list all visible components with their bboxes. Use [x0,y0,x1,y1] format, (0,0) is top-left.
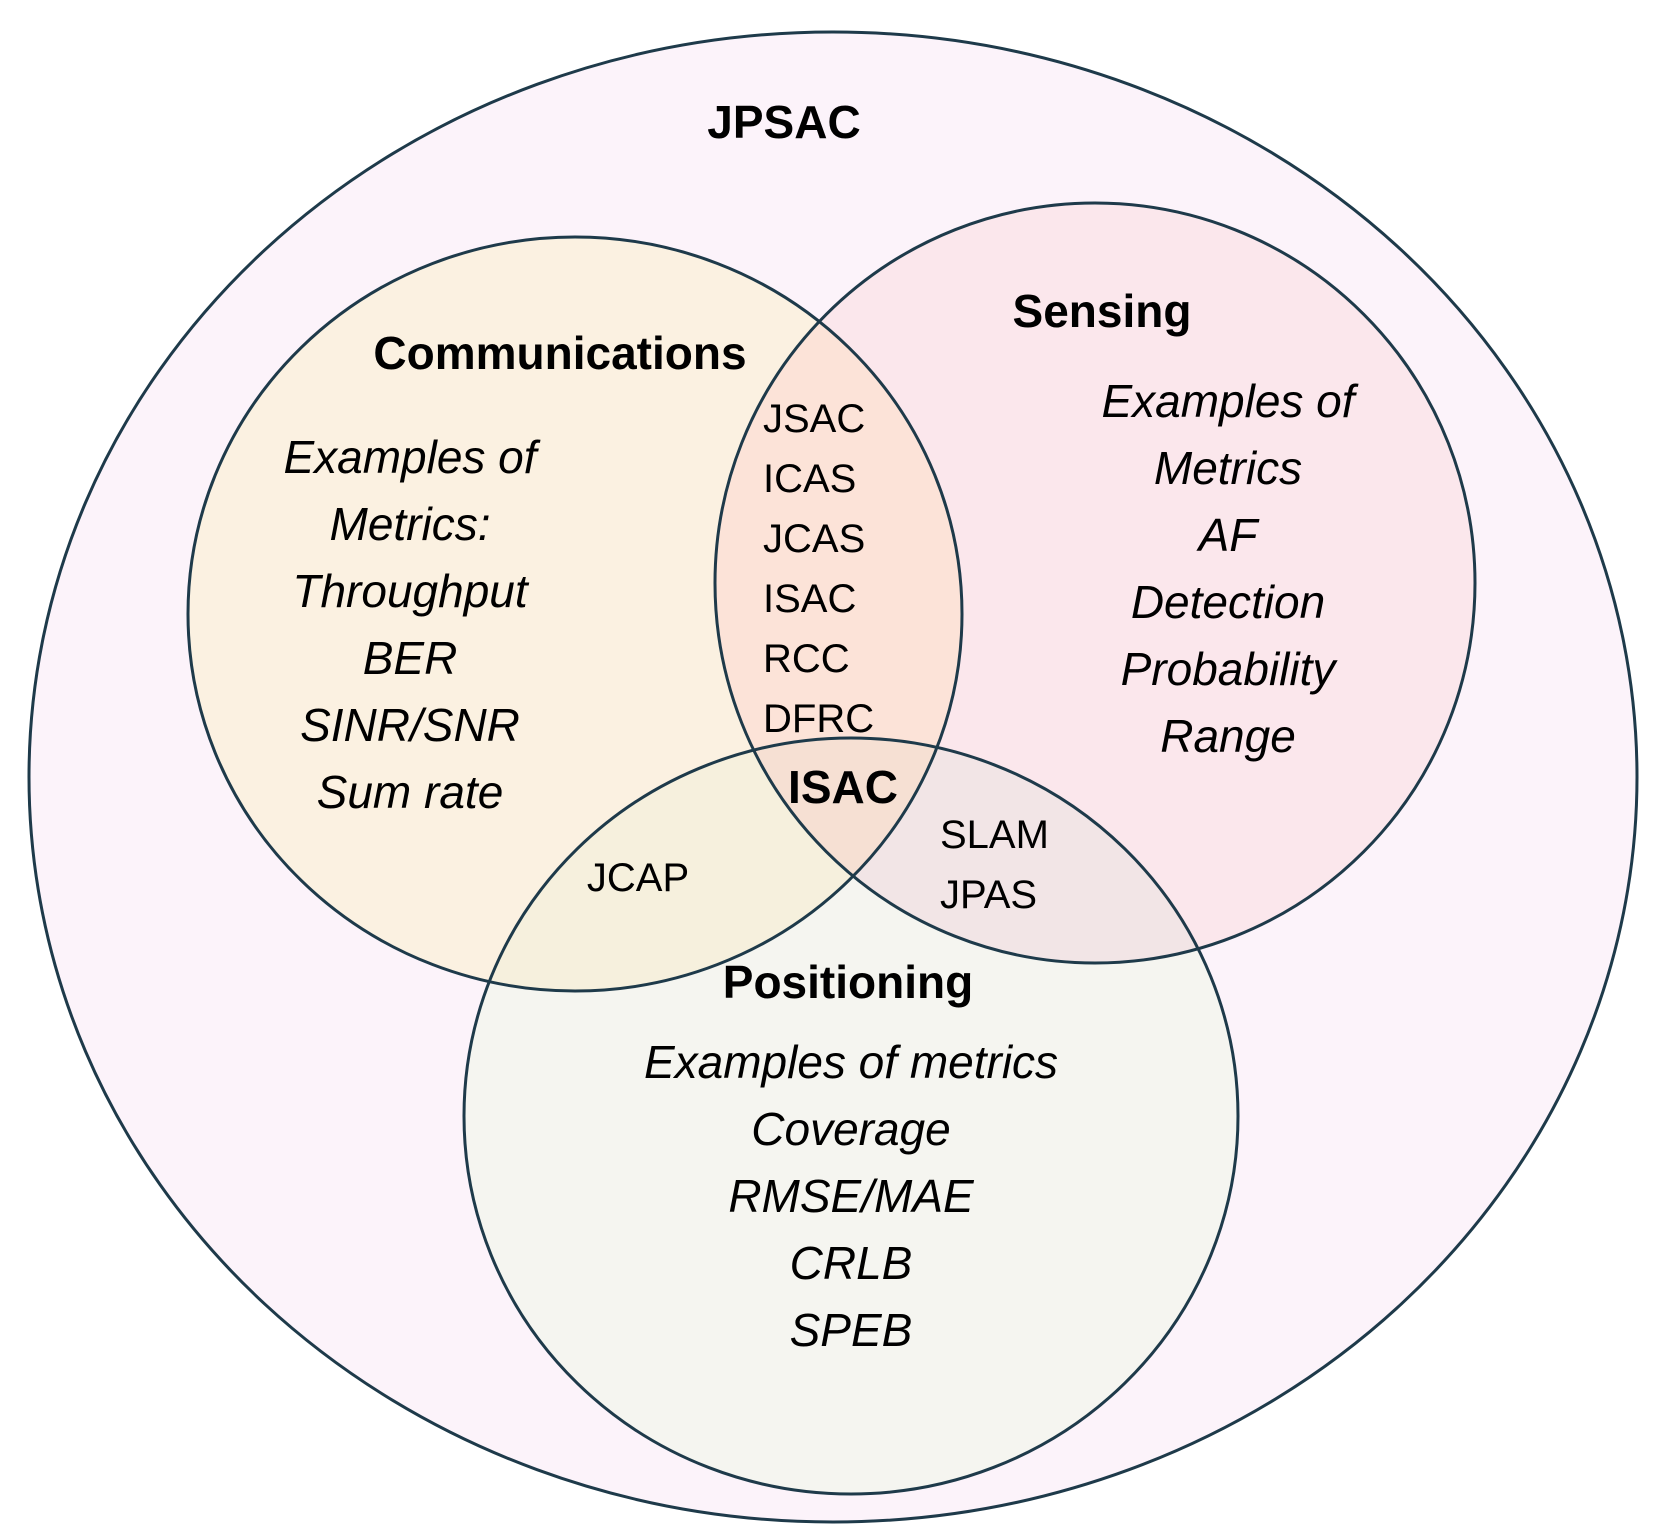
sensing-metric-line: Detection [1131,576,1325,628]
comm-sensing-term: DFRC [763,697,874,741]
comm-sensing-term: ICAS [763,457,856,501]
communications-metric-line: SINR/SNR [300,699,520,751]
comm-sensing-term: RCC [763,637,850,681]
sensing-label: Sensing [1013,285,1192,337]
communications-metric-line: Sum rate [317,766,504,818]
positioning-metrics: Examples of metrics Coverage RMSE/MAE CR… [644,1036,1058,1356]
comm-positioning-overlap-fill [464,738,962,991]
communications-label: Communications [373,327,746,379]
sensing-metric-line: Examples of [1101,375,1358,427]
sensing-metric-line: Range [1160,710,1296,762]
sensing-metrics: Examples of Metrics AF Detection Probabi… [1101,375,1358,762]
sensing-metric-line: Metrics [1154,442,1302,494]
sensing-metric-line: AF [1196,509,1261,561]
positioning-metric-line: CRLB [790,1237,913,1289]
positioning-metric-line: Examples of metrics [644,1036,1058,1088]
sensing-positioning-overlap-fill [715,738,1238,963]
positioning-metric-line: SPEB [790,1304,913,1356]
communications-metrics: Examples of Metrics: Throughput BER SINR… [283,431,540,818]
comm-sensing-term: JSAC [763,397,865,441]
jpsac-title: JPSAC [707,96,860,148]
positioning-label: Positioning [723,956,973,1008]
positioning-metric-line: Coverage [751,1103,950,1155]
sensing-positioning-term: JPAS [940,873,1037,917]
comm-sensing-term: JCAS [763,517,865,561]
positioning-metric-line: RMSE/MAE [728,1170,975,1222]
sensing-positioning-term: SLAM [940,813,1049,857]
communications-circle-outline [186,235,964,993]
communications-metric-line: Metrics: [330,498,491,550]
center-isac-label: ISAC [788,761,898,813]
comm-positioning-term: JCAP [587,856,689,900]
sensing-circle-outline [713,201,1477,965]
comm-sensing-terms: JSAC ICAS JCAS ISAC RCC DFRC [763,397,874,741]
communications-metric-line: Examples of [283,431,540,483]
comm-sensing-term: ISAC [763,577,856,621]
positioning-circle-outline [462,736,1240,1496]
sensing-metric-line: Probability [1121,643,1339,695]
communications-metric-line: Throughput [292,565,529,617]
communications-metric-line: BER [363,632,458,684]
